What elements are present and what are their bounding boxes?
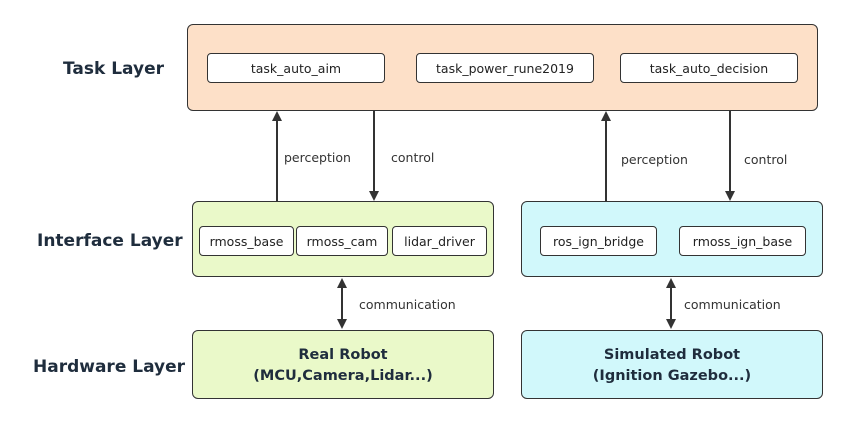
communication-label-real: communication xyxy=(359,297,456,312)
task-auto-decision-module: task_auto_decision xyxy=(620,53,798,83)
task-power-rune-module: task_power_rune2019 xyxy=(416,53,594,83)
control-label-sim: control xyxy=(744,152,788,167)
real-robot-panel: Real Robot (MCU,Camera,Lidar...) xyxy=(192,330,494,399)
lidar-driver-module: lidar_driver xyxy=(392,226,487,256)
real-robot-subtitle: (MCU,Camera,Lidar...) xyxy=(253,368,433,384)
communication-label-sim: communication xyxy=(684,297,781,312)
rmoss-ign-base-module: rmoss_ign_base xyxy=(679,226,806,256)
interface-layer-label: Interface Layer xyxy=(37,231,183,251)
task-layer-label: Task Layer xyxy=(63,59,164,79)
simulated-robot-title: Simulated Robot xyxy=(603,347,741,363)
hardware-layer-label: Hardware Layer xyxy=(33,357,186,377)
rmoss-cam-module: rmoss_cam xyxy=(296,226,388,256)
rmoss-base-module: rmoss_base xyxy=(199,226,294,256)
simulated-robot-panel: Simulated Robot (Ignition Gazebo...) xyxy=(521,330,823,399)
perception-label-sim: perception xyxy=(621,152,688,167)
control-label-real: control xyxy=(391,150,435,165)
perception-label-real: perception xyxy=(284,150,351,165)
task-layer-panel: task_auto_aim task_power_rune2019 task_a… xyxy=(187,24,818,111)
interface-sim-panel: ros_ign_bridge rmoss_ign_base xyxy=(521,201,823,277)
real-robot-title: Real Robot xyxy=(298,347,388,363)
interface-real-panel: rmoss_base rmoss_cam lidar_driver xyxy=(192,201,494,277)
task-auto-aim-module: task_auto_aim xyxy=(207,53,385,83)
ros-ign-bridge-module: ros_ign_bridge xyxy=(540,226,657,256)
simulated-robot-subtitle: (Ignition Gazebo...) xyxy=(592,368,752,384)
